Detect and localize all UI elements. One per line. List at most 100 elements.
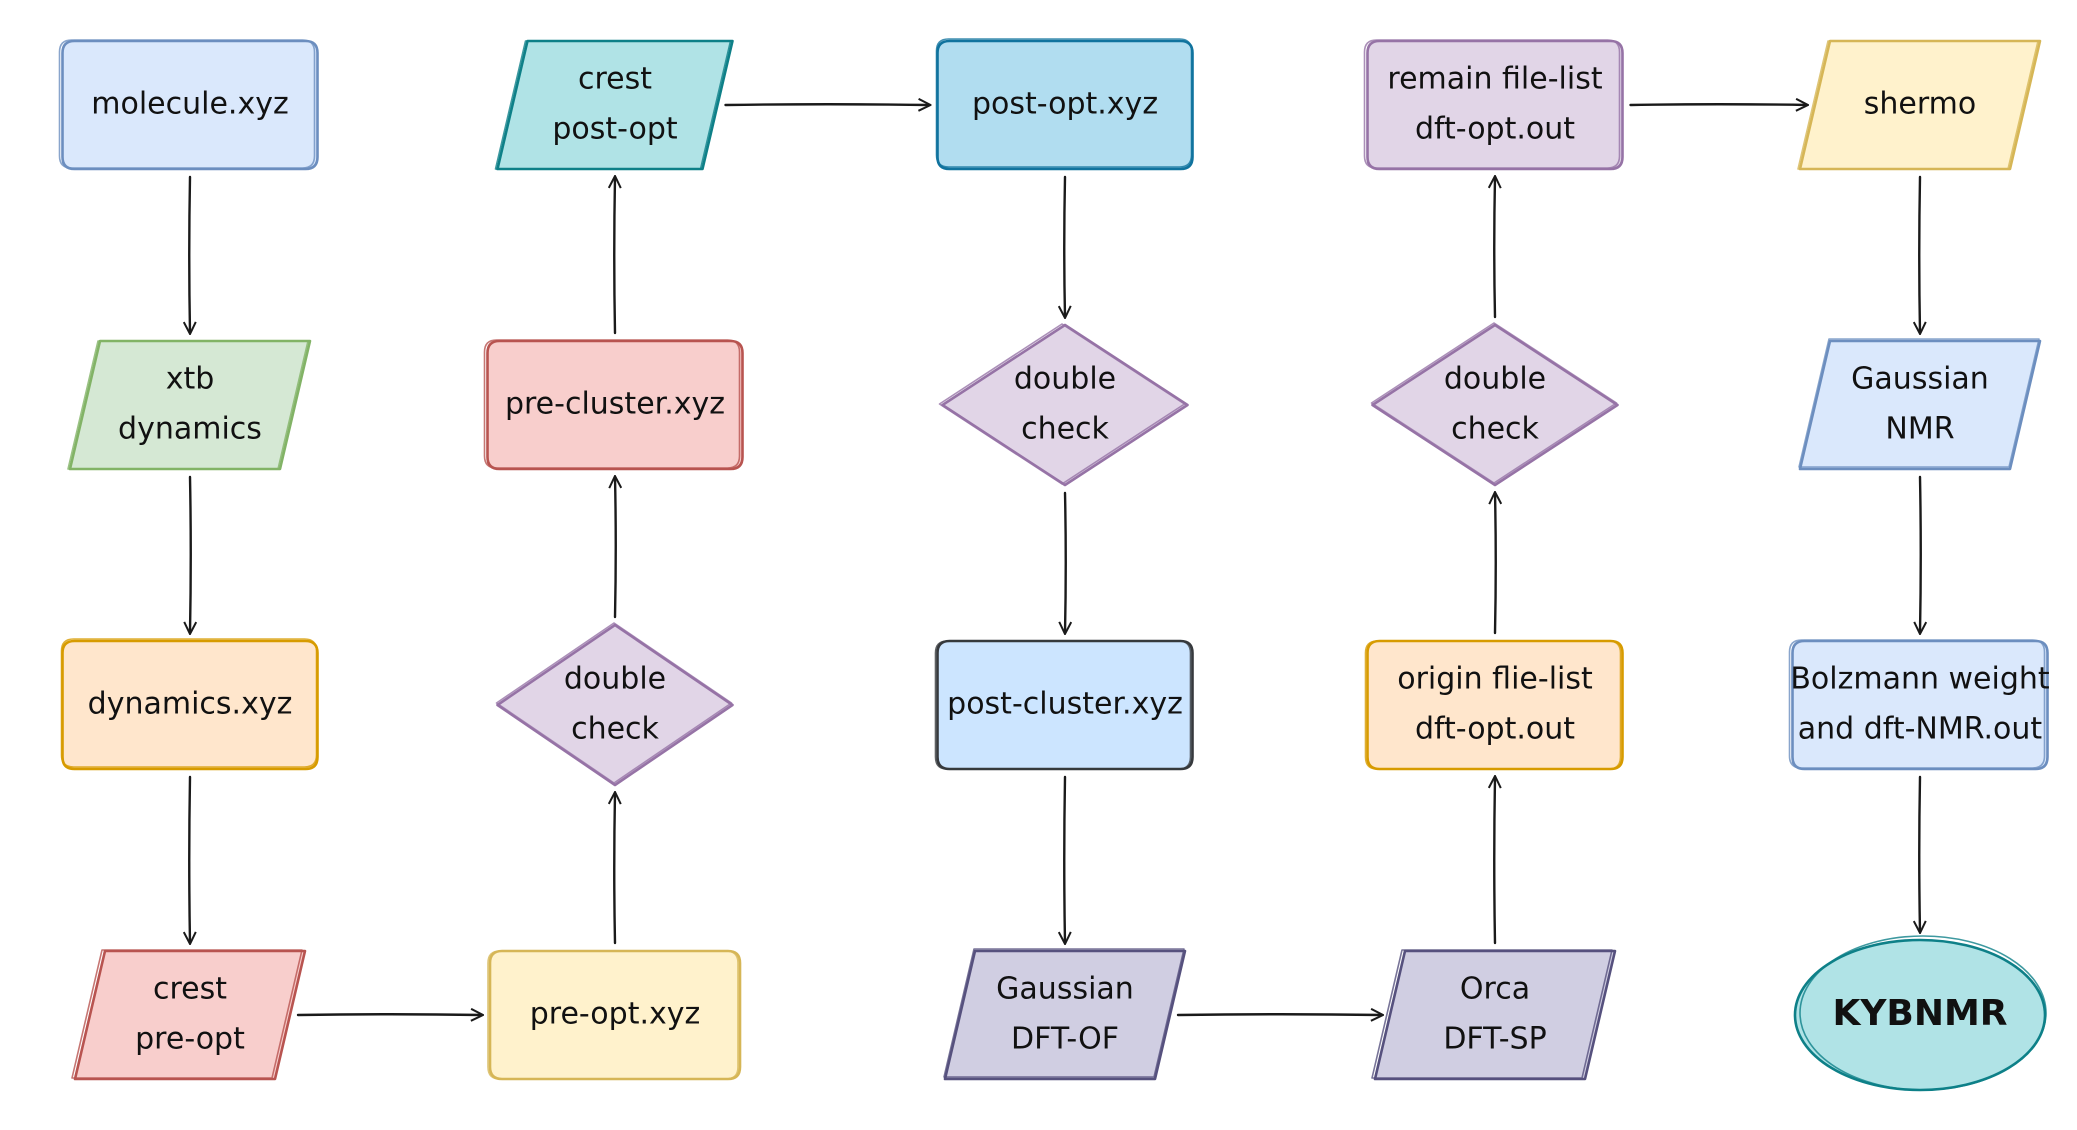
node-dynamics-label-0: dynamics.xyz bbox=[88, 687, 293, 722]
edge-origin-to-check3 bbox=[1495, 493, 1496, 635]
node-check3-label-0: double bbox=[1444, 362, 1546, 397]
node-post_cluster[interactable]: post-cluster.xyz bbox=[934, 639, 1194, 771]
edge-remain-to-shermo bbox=[1629, 104, 1808, 105]
node-check3-label-1: check bbox=[1451, 412, 1539, 447]
edge-post_opt-to-check2 bbox=[1064, 175, 1065, 317]
node-crest_post-shape bbox=[496, 39, 734, 171]
node-check1-label-0: double bbox=[564, 662, 666, 697]
node-bolzmann-shape bbox=[1791, 639, 2049, 771]
node-orca-label-0: Orca bbox=[1460, 972, 1530, 1007]
node-crest_pre-label-0: crest bbox=[153, 972, 227, 1007]
edge-xtb-to-dynamics bbox=[190, 475, 191, 633]
edge-pre_opt-to-check1 bbox=[614, 793, 615, 945]
edge-gaussian_dft-to-orca bbox=[1176, 1014, 1382, 1015]
node-crest_post[interactable]: crest post-opt bbox=[494, 39, 734, 171]
edge-crest_pre-to-pre_opt bbox=[296, 1014, 482, 1015]
node-crest_pre-label-1: pre-opt bbox=[135, 1022, 245, 1057]
edge-crest_post-to-post_opt bbox=[724, 104, 930, 105]
node-pre_cluster-label-0: pre-cluster.xyz bbox=[505, 387, 725, 422]
node-molecule-label-0: molecule.xyz bbox=[91, 87, 288, 122]
node-crest_post-label-1: post-opt bbox=[552, 112, 678, 147]
node-gaussian_nmr-label-1: NMR bbox=[1885, 412, 1954, 447]
node-crest_post-label-0: crest bbox=[578, 62, 652, 97]
node-pre_cluster[interactable]: pre-cluster.xyz bbox=[483, 339, 744, 471]
node-pre_cluster-sketch bbox=[483, 339, 741, 469]
node-pre_opt[interactable]: pre-opt.xyz bbox=[487, 949, 742, 1081]
node-bolzmann-sketch bbox=[1788, 639, 2046, 769]
edge-dynamics-to-crest_pre bbox=[189, 775, 190, 943]
node-kybnmr-label-0: KYBNMR bbox=[1832, 993, 2007, 1034]
node-check3-shape bbox=[1371, 323, 1619, 487]
edge-orca-to-origin bbox=[1494, 777, 1495, 945]
edge-bolzmann-to-kybnmr bbox=[1919, 775, 1920, 932]
node-gaussian_dft-label-1: DFT-OF bbox=[1011, 1022, 1119, 1057]
node-kybnmr-sketch bbox=[1799, 935, 2047, 1091]
node-orca-shape bbox=[1373, 949, 1617, 1081]
node-shermo-sketch bbox=[1797, 40, 2039, 170]
node-bolzmann-label-1: and dft-NMR.out bbox=[1798, 712, 2043, 747]
node-origin[interactable]: origin flie-list dft-opt.out bbox=[1364, 639, 1624, 771]
nodes-layer: molecule.xyz xtb dynamics dynamics.xyz crest… bbox=[58, 38, 2050, 1092]
node-bolzmann[interactable]: Bolzmann weight and dft-NMR.out bbox=[1788, 639, 2050, 771]
node-check3[interactable]: double check bbox=[1370, 322, 1619, 487]
node-origin-label-0: origin flie-list bbox=[1397, 662, 1593, 697]
node-bolzmann-label-0: Bolzmann weight bbox=[1790, 662, 2050, 697]
node-gaussian_dft-sketch bbox=[943, 948, 1185, 1078]
node-xtb-label-1: dynamics bbox=[118, 412, 262, 447]
node-remain-label-1: dft-opt.out bbox=[1415, 112, 1575, 147]
node-remain[interactable]: remain file-list dft-opt.out bbox=[1363, 39, 1624, 171]
node-check2-shape bbox=[941, 323, 1189, 487]
node-origin-shape bbox=[1366, 639, 1624, 771]
node-check3-sketch bbox=[1370, 322, 1618, 484]
node-crest_pre[interactable]: crest pre-opt bbox=[71, 949, 307, 1081]
node-gaussian_nmr-label-0: Gaussian bbox=[1851, 362, 1989, 397]
edge-check2-to-post_cluster bbox=[1065, 491, 1066, 633]
node-remain-sketch bbox=[1363, 39, 1621, 169]
node-check2-sketch bbox=[938, 323, 1186, 485]
node-check2-label-1: check bbox=[1021, 412, 1109, 447]
node-kybnmr[interactable]: KYBNMR bbox=[1793, 935, 2047, 1092]
node-gaussian_nmr-shape bbox=[1798, 339, 2042, 471]
node-shermo[interactable]: shermo bbox=[1797, 39, 2042, 171]
edge-post_cluster-to-gaussian_dft bbox=[1064, 775, 1065, 943]
node-dynamics-sketch bbox=[60, 638, 318, 768]
node-dynamics[interactable]: dynamics.xyz bbox=[60, 638, 319, 771]
node-check2[interactable]: double check bbox=[938, 323, 1189, 487]
node-post_opt-label-0: post-opt.xyz bbox=[972, 87, 1158, 122]
node-gaussian_dft-shape bbox=[943, 949, 1187, 1081]
node-post_cluster-label-0: post-cluster.xyz bbox=[947, 687, 1183, 722]
edge-shermo-to-gaussian_nmr bbox=[1919, 175, 1920, 333]
edges-layer bbox=[189, 104, 1921, 1015]
node-check1[interactable]: double check bbox=[495, 622, 734, 787]
edge-pre_cluster-to-crest_post bbox=[614, 177, 615, 335]
edge-gaussian_nmr-to-bolzmann bbox=[1920, 475, 1921, 633]
node-molecule-sketch bbox=[58, 39, 316, 169]
node-xtb-label-0: xtb bbox=[166, 362, 215, 397]
node-check1-shape bbox=[496, 623, 734, 787]
edge-check3-to-remain bbox=[1494, 177, 1495, 319]
node-check1-label-1: check bbox=[571, 712, 659, 747]
node-post_opt[interactable]: post-opt.xyz bbox=[935, 38, 1194, 171]
node-check2-label-0: double bbox=[1014, 362, 1116, 397]
node-origin-label-1: dft-opt.out bbox=[1415, 712, 1575, 747]
node-pre_opt-sketch bbox=[487, 950, 739, 1080]
node-molecule[interactable]: molecule.xyz bbox=[58, 39, 319, 171]
node-origin-sketch bbox=[1364, 640, 1622, 770]
node-shermo-label-0: shermo bbox=[1864, 87, 1977, 122]
node-pre_cluster-shape bbox=[486, 339, 744, 471]
node-remain-shape bbox=[1366, 39, 1624, 171]
node-xtb[interactable]: xtb dynamics bbox=[67, 339, 312, 471]
edge-check1-to-pre_cluster bbox=[615, 477, 616, 619]
node-gaussian_nmr-sketch bbox=[1798, 338, 2040, 468]
node-crest_pre-sketch bbox=[71, 949, 303, 1079]
node-pre_opt-label-0: pre-opt.xyz bbox=[530, 997, 701, 1032]
node-xtb-sketch bbox=[67, 340, 309, 470]
node-crest_pre-shape bbox=[73, 949, 307, 1081]
edge-molecule-to-xtb bbox=[189, 175, 190, 333]
node-remain-label-0: remain file-list bbox=[1387, 62, 1602, 97]
node-xtb-shape bbox=[68, 339, 312, 471]
